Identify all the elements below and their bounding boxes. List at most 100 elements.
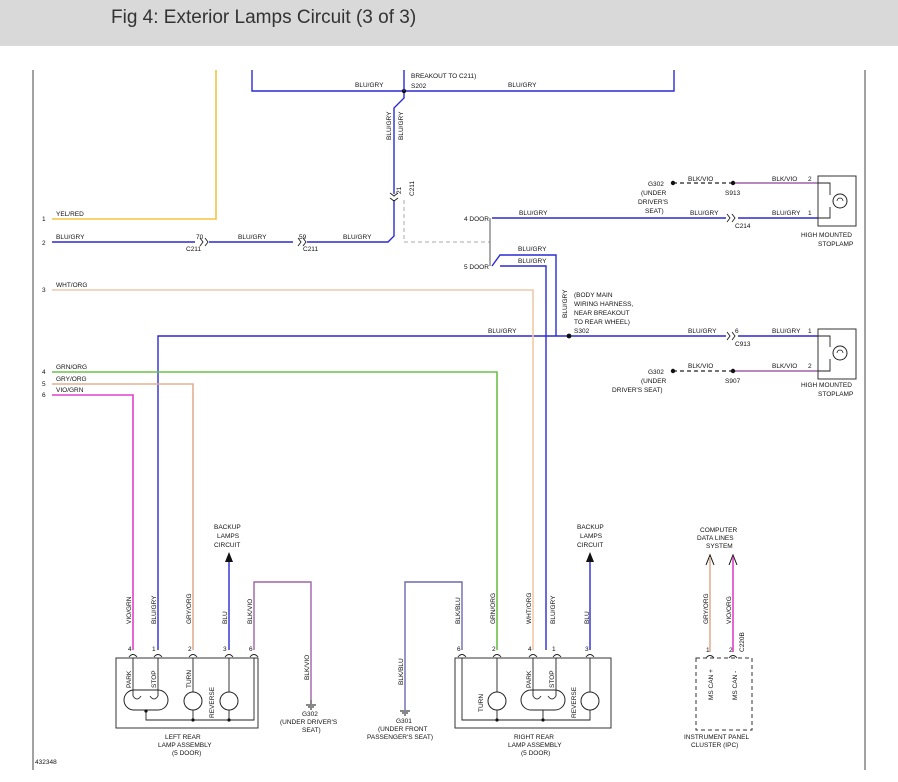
right-bulb-turn: TURN: [478, 694, 485, 712]
g302-upper-loc1: (UNDER: [641, 190, 667, 197]
wire-label-blu-gry-top-left: BLU/GRY: [355, 82, 384, 89]
ipc-name1: INSTRUMENT PANEL: [684, 734, 750, 741]
stoplamp-lower-filament: [836, 349, 844, 354]
ipc-pin-2: 2: [729, 647, 733, 654]
right-lamp-name2: LAMP ASSEMBLY: [508, 742, 562, 749]
right-pin-1: 1: [552, 646, 556, 653]
connector-c211-21: [389, 192, 399, 202]
stoplamp-upper-leads: [818, 182, 831, 219]
c211-pin-21: 21: [396, 186, 403, 194]
splice-s907: [730, 368, 736, 374]
left-bulb-reverse: REVERSE: [209, 686, 216, 718]
wire-label-blu-gry-c913: BLU/GRY: [688, 328, 717, 335]
stoplamp-upper-filament: [836, 197, 844, 202]
backup-arrow-left: [225, 552, 233, 562]
wire-label-blu-gry-lower-2: BLU/GRY: [772, 328, 801, 335]
wire-label-blu-gry-lower: BLU/GRY: [488, 328, 517, 335]
right-backup-3: CIRCUIT: [577, 542, 603, 549]
ipc-can-plus: MS CAN +: [708, 669, 715, 700]
splice-s302: [566, 333, 572, 339]
header-bar: Fig 4: Exterior Lamps Circuit (3 of 3): [0, 0, 898, 46]
s913-label: S913: [725, 190, 741, 197]
stoplamp-lower-leads: [818, 335, 831, 372]
door-5-label: 5 DOOR: [464, 264, 489, 271]
wire-blu-gry-row2-c: [307, 200, 395, 243]
right-ground-return: [461, 658, 591, 721]
diagram-id: 432348: [35, 759, 57, 766]
right-wire-label-blu: BLU: [584, 611, 591, 624]
ipc-wire-gry-org: GRY/ORG: [703, 593, 710, 624]
wire-label-blu-gry-5door-b: BLU/GRY: [518, 258, 547, 265]
connector-c211-59: [297, 237, 307, 247]
right-backup-1: BACKUP: [577, 524, 604, 531]
right-bulb-park: PARK: [526, 670, 533, 688]
left-pin-1: 1: [152, 646, 156, 653]
right-node-a: [495, 718, 499, 722]
upper-pin-1: 1: [808, 210, 812, 217]
wire-grn-org: [52, 371, 498, 650]
g302-upper-loc3: SEAT): [645, 208, 664, 215]
left-node-c: [227, 718, 231, 722]
ground-g302-lower: [670, 368, 676, 374]
ipc-sys1: COMPUTER: [700, 527, 738, 534]
harness-label-4: TO REAR WHEEL): [574, 319, 630, 326]
right-wire-label-wht-org: WHT/ORG: [526, 593, 533, 624]
ipc-c220b: C220B: [739, 632, 746, 652]
harness-label-3: NEAR BREAKOUT: [574, 310, 630, 317]
left-ground-wire-label: BLK/VIO: [304, 655, 311, 680]
right-wire-label-blu-gry: BLU/GRY: [550, 595, 557, 624]
right-reverse-bulb: [580, 691, 600, 711]
left-g302-loc1: (UNDER DRIVER'S: [280, 719, 338, 726]
right-dual-bulb-leads: [532, 658, 557, 696]
wire-num-5: 5: [42, 381, 46, 388]
wire-gry-org: [52, 383, 194, 650]
c913-pin-6: 6: [735, 328, 739, 335]
c211-label-b: C211: [303, 246, 318, 253]
right-turn-bulb: [487, 691, 507, 711]
left-wire-label-vio-grn: VIO/GRN: [126, 596, 133, 624]
left-dual-bulb: [123, 689, 169, 711]
left-pin-2: 2: [188, 646, 192, 653]
right-node-b: [541, 718, 545, 722]
door-4-label: 4 DOOR: [464, 216, 489, 223]
left-g302-loc2: SEAT): [302, 727, 321, 734]
wire-label-blk-vio-lower-2: BLK/VIO: [772, 363, 797, 370]
high-mounted-stoplamp-lower: HIGH MOUNTED STOPLAMP: [801, 328, 857, 398]
left-g302-label: G302: [302, 711, 318, 718]
connector-c913: [726, 331, 736, 341]
left-connector-bumps: [128, 654, 259, 658]
wire-label-gry-org: GRY/ORG: [56, 376, 87, 383]
option-dashed-line: [403, 200, 490, 243]
ipc-can-minus: MS CAN -: [732, 671, 739, 700]
stoplamp-upper-name2: STOPLAMP: [818, 241, 853, 248]
splice-s913: [730, 180, 736, 186]
left-backup-3: CIRCUIT: [214, 542, 240, 549]
left-wire-list: 1 YEL/RED 2 BLU/GRY 3 WHT/ORG 4 GRN/ORG …: [42, 211, 87, 399]
pin-70: 70: [196, 234, 204, 241]
wire-label-yel-red: YEL/RED: [56, 211, 84, 218]
stoplamp-lower-box: [817, 328, 857, 380]
wire-num-6: 6: [42, 392, 46, 399]
wire-label-blu-gry-2: BLU/GRY: [238, 234, 267, 241]
s907-label: S907: [725, 378, 741, 385]
wire-label-blu-gry-top-right: BLU/GRY: [508, 82, 537, 89]
right-backup-2: LAMPS: [580, 533, 603, 540]
left-backup-1: BACKUP: [214, 524, 241, 531]
ipc-wire-vio-org: VIO/ORG: [726, 596, 733, 624]
wire-num-1: 1: [42, 216, 46, 223]
wire-blu-gry-vert: [393, 92, 405, 194]
ipc-pin-1: 1: [706, 647, 710, 654]
wire-label-blu-gry-5door-a: BLU/GRY: [518, 246, 547, 253]
left-rear-lamp-assembly: PARK STOP TURN REVERSE LEFT REAR LAMP AS…: [115, 657, 259, 757]
left-node-a: [144, 709, 148, 713]
g302-lower-loc1: (UNDER: [641, 378, 667, 385]
left-reverse-bulb: [219, 691, 239, 711]
c214-label: C214: [735, 223, 751, 230]
stoplamp-upper-name1: HIGH MOUNTED: [801, 232, 852, 239]
page-title: Fig 4: Exterior Lamps Circuit (3 of 3): [111, 7, 417, 28]
wire-label-blk-vio-upper-2: BLK/VIO: [772, 176, 797, 183]
wire-label-wht-org: WHT/ORG: [56, 282, 87, 289]
vert-label-blu-gry-1: BLU/GRY: [386, 111, 393, 140]
ipc-name2: CLUSTER (IPC): [691, 742, 738, 749]
wire-yel-red: [52, 70, 217, 220]
